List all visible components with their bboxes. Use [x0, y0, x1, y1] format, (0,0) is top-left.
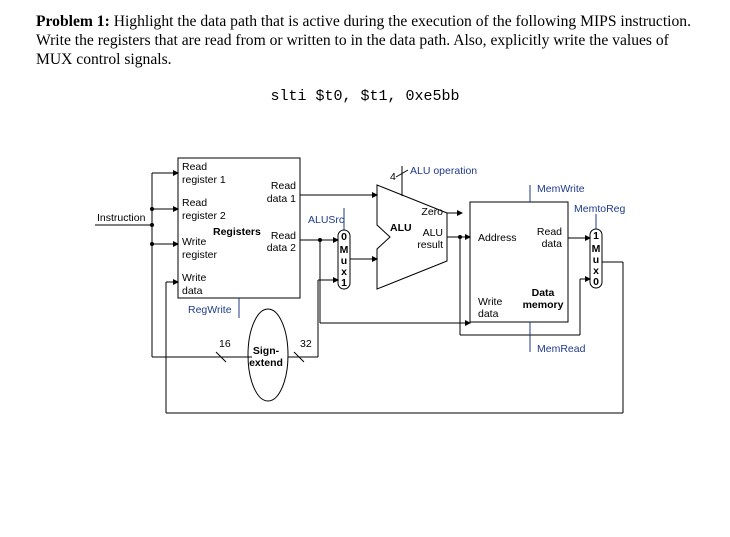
mux2-letter: x — [593, 265, 599, 277]
mem-read-data-label: data — [542, 238, 563, 250]
mux1-letter: x — [341, 266, 347, 278]
mux2-letter: u — [593, 254, 599, 266]
sign-extend-label: Sign- — [253, 345, 280, 357]
mem-read-data-label: Read — [537, 226, 562, 238]
write-register-label: register — [182, 249, 218, 261]
junction — [150, 242, 154, 246]
regwrite-label: RegWrite — [188, 304, 232, 316]
alu-operation-label: ALU operation — [410, 165, 477, 177]
data-memory-title: memory — [523, 299, 564, 311]
junction — [150, 207, 154, 211]
memread-label: MemRead — [537, 343, 586, 355]
read-register-2-label: Read — [182, 197, 207, 209]
alusrc-label: ALUSrc — [308, 214, 344, 226]
read-data-1-label: Read — [271, 180, 296, 192]
read-data-2-label: Read — [271, 230, 296, 242]
address-label: Address — [478, 232, 517, 244]
imm-width-label: 16 — [219, 338, 231, 350]
memtoreg-label: MemtoReg — [574, 203, 626, 215]
instruction-code: slti $t0, $t1, 0xe5bb — [270, 88, 460, 105]
data-memory-title: Data — [532, 287, 555, 299]
mux2-input-1: 1 — [593, 230, 599, 242]
memwrite-label: MemWrite — [537, 183, 585, 195]
read-register-1-label: register 1 — [182, 174, 226, 186]
ext-width-label: 32 — [300, 338, 312, 350]
alu-op-width: 4 — [390, 171, 396, 183]
problem-text: Highlight the data path that is active d… — [36, 13, 691, 68]
data-memory-box — [469, 201, 569, 323]
junction — [150, 223, 154, 227]
mux2-letter: M — [592, 243, 601, 255]
sign-extend-unit — [247, 308, 289, 402]
registers-title: Registers — [213, 226, 261, 238]
write-data-label: Write — [182, 272, 206, 284]
alu-unit — [376, 184, 448, 290]
mux2-input-0: 0 — [593, 276, 599, 288]
mux1-letter: u — [341, 255, 347, 267]
alu-label: ALU — [390, 222, 412, 234]
mux1-input-1: 1 — [341, 277, 347, 289]
zero-label: Zero — [421, 206, 443, 218]
alu-result-label: ALU — [423, 227, 443, 239]
mux1-letter: M — [340, 244, 349, 256]
mem-write-data-label: data — [478, 308, 499, 320]
mem-write-data-label: Write — [478, 296, 502, 308]
sign-extend-label: extend — [249, 357, 283, 369]
problem-label: Problem 1: — [36, 13, 110, 30]
write-data-label: data — [182, 285, 203, 297]
read-data-1-label: data 1 — [267, 193, 296, 205]
alu-result-label: result — [417, 239, 443, 251]
read-register-2-label: register 2 — [182, 210, 226, 222]
read-register-1-label: Read — [182, 161, 207, 173]
problem-statement: Problem 1: Highlight the data path that … — [36, 12, 704, 69]
write-register-label: Write — [182, 236, 206, 248]
mux1-input-0: 0 — [341, 231, 347, 243]
junction — [458, 235, 462, 239]
instruction-label: Instruction — [97, 212, 146, 224]
alu-op-tick — [395, 169, 409, 178]
junction — [318, 238, 322, 242]
ext-width-tick — [293, 351, 305, 363]
imm-width-tick — [215, 351, 227, 363]
read-data-2-label: data 2 — [267, 242, 296, 254]
